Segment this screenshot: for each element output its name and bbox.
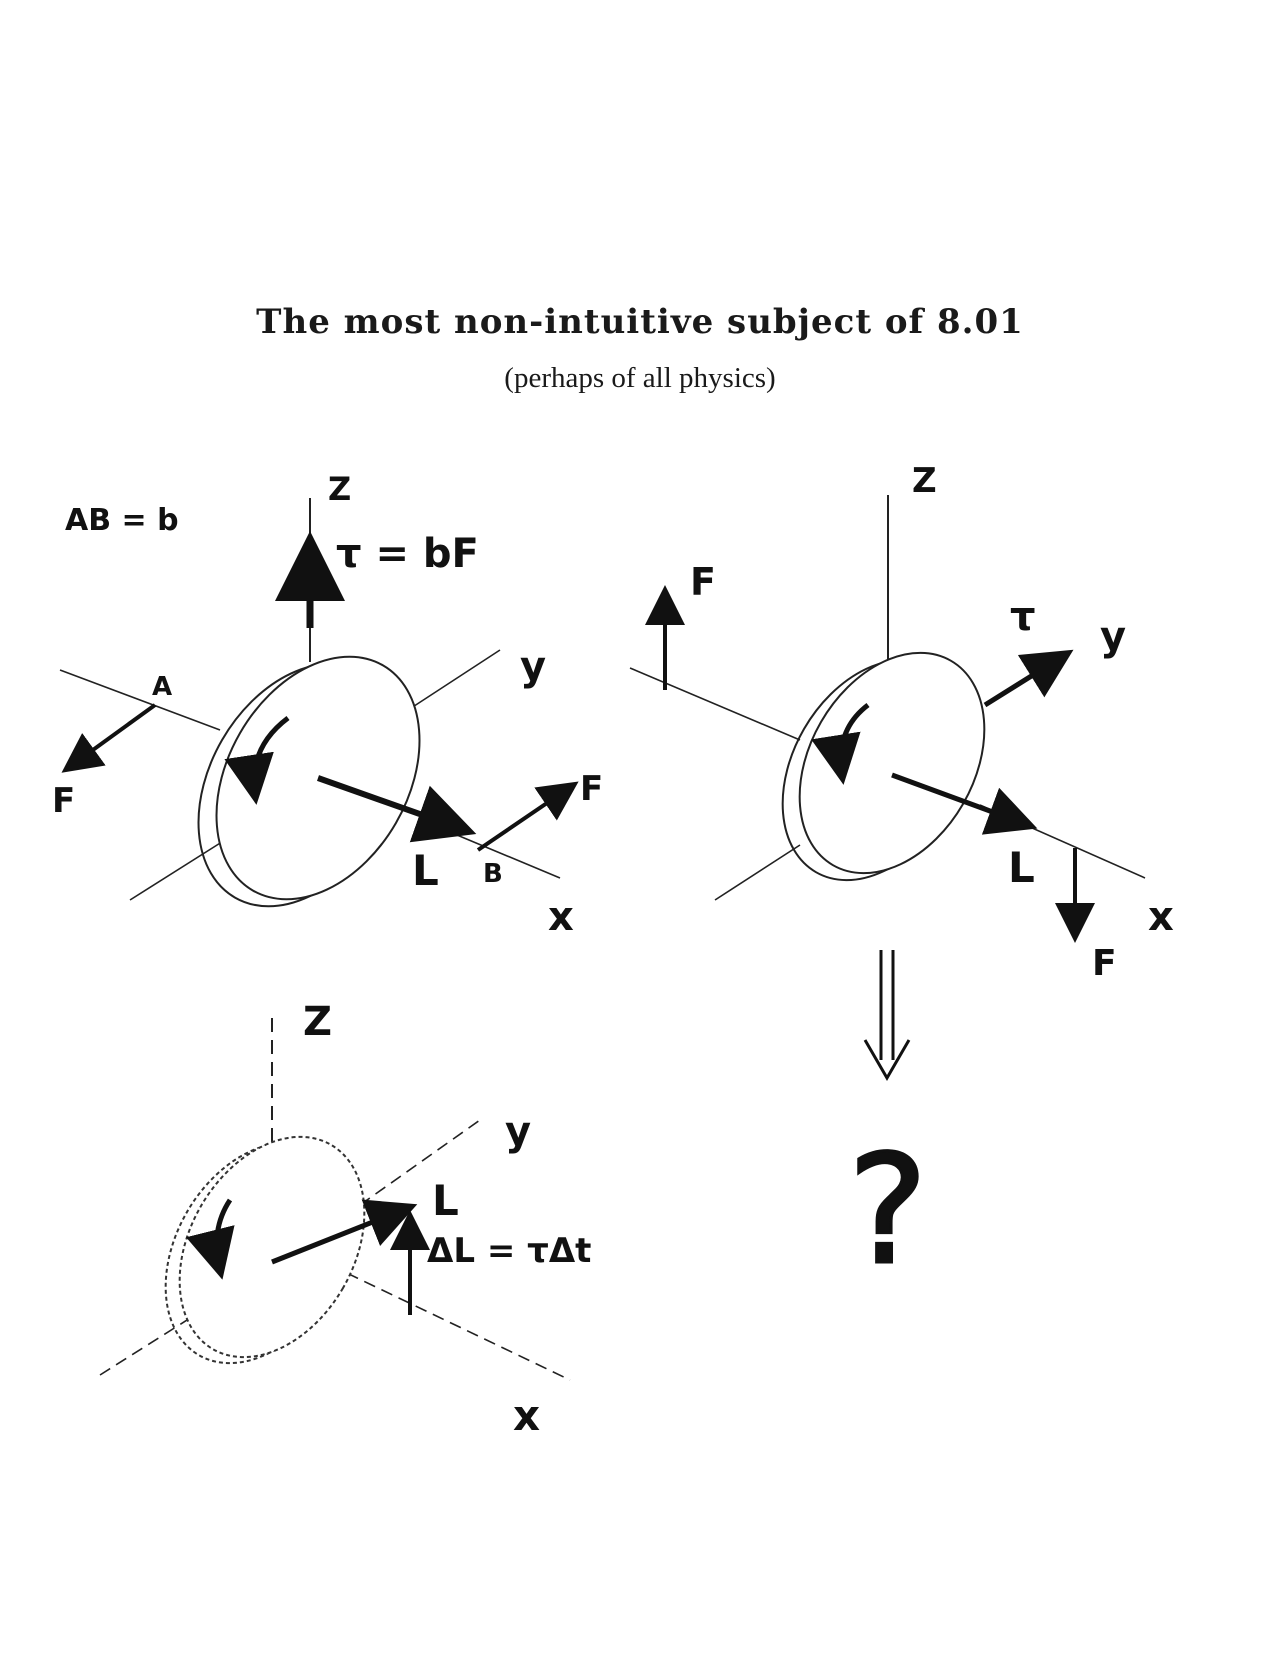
ab-relation: AB = b	[65, 503, 179, 538]
y-axis-label: y	[1100, 614, 1126, 660]
disk-face	[178, 1135, 366, 1359]
angular-momentum-label: L	[1008, 843, 1035, 892]
y-axis	[404, 649, 501, 713]
angular-momentum-arrow	[271, 1199, 418, 1265]
force-label-down: F	[1092, 943, 1117, 984]
y-axis	[359, 1119, 481, 1206]
x-axis	[329, 1264, 571, 1381]
point-a-label: A	[152, 672, 172, 702]
angular-momentum-label: L	[432, 1176, 459, 1225]
point-b-label: B	[483, 859, 503, 889]
rotation-arrow	[811, 703, 870, 785]
z-axis-label: Z	[328, 470, 351, 508]
angular-momentum-label: L	[412, 846, 439, 895]
diagram-bottom: Z y x L ΔL = τΔt	[99, 999, 591, 1440]
torque-label: τ	[1010, 594, 1036, 640]
angular-momentum-arrow	[891, 772, 1038, 835]
force-label-up: F	[690, 560, 716, 604]
question-mark: ?	[848, 1124, 928, 1298]
x-axis-back	[629, 667, 801, 741]
z-axis-label: Z	[303, 999, 332, 1045]
implies-arrow-head	[863, 1039, 911, 1081]
x-axis-label: x	[513, 1391, 540, 1440]
page-title: The most non-intuitive subject of 8.01	[256, 302, 1024, 342]
force-label-a: F	[52, 781, 75, 821]
diagram-top-left: AB = b Z τ = bF x y L A F B F	[52, 470, 603, 940]
x-axis-label: x	[1148, 894, 1174, 940]
force-label-b: F	[580, 769, 603, 809]
angular-momentum-arrow	[316, 775, 477, 843]
x-axis-label: x	[548, 894, 574, 940]
y-axis-back	[99, 1314, 196, 1376]
page-subtitle: (perhaps of all physics)	[504, 362, 776, 394]
rotation-arrow	[224, 716, 290, 805]
rotation-arrow	[186, 1198, 235, 1280]
y-axis-label: y	[505, 1109, 531, 1155]
force-arrow-a	[61, 703, 157, 773]
delta-l-label: ΔL = τΔt	[427, 1231, 591, 1271]
diagram-top-right: Z x F τ y L F ?	[629, 461, 1174, 1300]
force-arrow-b	[476, 781, 579, 852]
torque-label: τ = bF	[336, 531, 479, 577]
x-axis-back	[59, 669, 221, 731]
torque-arrow	[983, 649, 1074, 708]
z-axis-label: Z	[912, 461, 937, 501]
disk-face	[798, 651, 986, 875]
y-axis-back	[714, 844, 801, 901]
y-axis-label: y	[520, 644, 546, 690]
y-axis-back	[129, 839, 226, 901]
